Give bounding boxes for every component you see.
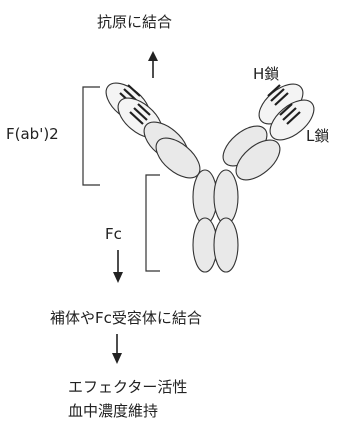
heavy-chain-label: H鎖 — [253, 65, 279, 83]
fc-ch2-left-domain — [193, 170, 217, 224]
fc-ch3-left-domain — [193, 218, 217, 272]
antibody-molecule — [99, 76, 321, 272]
fab-region-label: F(ab')2 — [6, 125, 59, 143]
fab-bracket — [83, 87, 100, 185]
effector-activity-label: エフェクター活性 — [68, 378, 187, 396]
antigen-binding-label: 抗原に結合 — [97, 13, 172, 31]
fc-ch3-right-domain — [214, 218, 238, 272]
effector-down-arrow-icon — [112, 334, 122, 364]
fc-ch2-right-domain — [214, 170, 238, 224]
complement-binding-label: 補体やFc受容体に結合 — [50, 309, 202, 327]
serum-half-life-label: 血中濃度維持 — [68, 402, 158, 420]
up-arrow-icon — [148, 51, 158, 78]
fc-bracket — [146, 175, 160, 271]
fc-region-label: Fc — [105, 225, 122, 243]
light-chain-label: L鎖 — [306, 127, 329, 145]
fc-down-arrow-icon — [113, 250, 123, 283]
